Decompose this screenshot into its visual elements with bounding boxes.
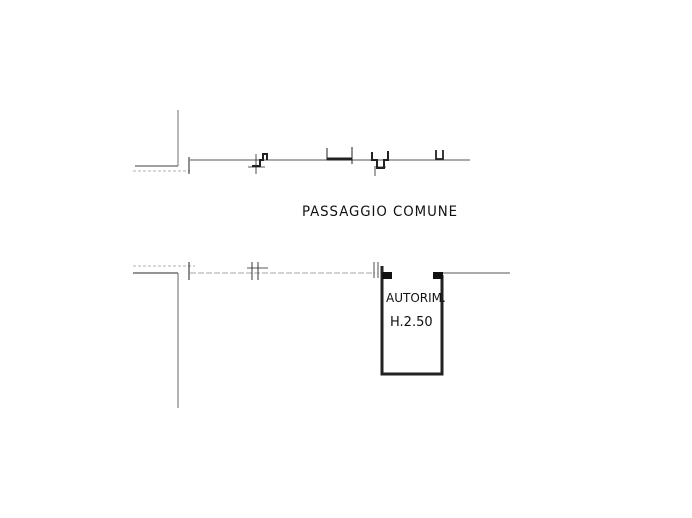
wall-top-left-corner	[133, 110, 190, 174]
wall-top	[190, 147, 470, 176]
wall-bottom	[133, 262, 510, 408]
room-height-label: H.2.50	[390, 315, 433, 330]
room-garage	[380, 266, 444, 376]
room-name-label: AUTORIM.	[386, 291, 446, 305]
corridor-label: PASSAGGIO COMUNE	[302, 204, 459, 220]
